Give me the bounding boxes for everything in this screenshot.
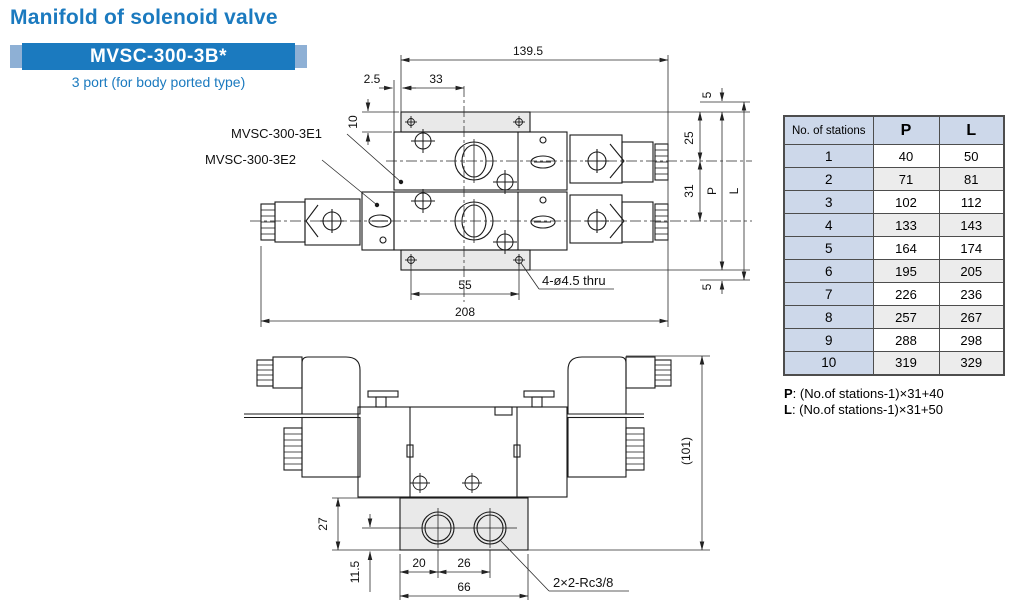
header-l: L: [938, 115, 1005, 145]
dim-block-height: 27: [316, 517, 330, 531]
dim-first-pitch: 33: [429, 72, 443, 86]
header-no-of-stations: No. of stations: [783, 115, 874, 145]
dim-port-offset: 20: [412, 556, 426, 570]
dim-port-pitch: 26: [457, 556, 471, 570]
dim-mounting-holes: 4-ø4.5 thru: [542, 273, 606, 288]
table-header-row: No. of stations P L: [783, 115, 1005, 145]
dim-hole-span: 55: [458, 278, 472, 292]
mounting-holes: [405, 116, 525, 266]
dim-total-width: 139.5: [513, 44, 543, 58]
front-view-dimensions: [332, 355, 710, 600]
top-view-centerlines: [250, 86, 752, 302]
top-view-drawing: [260, 111, 669, 271]
label-valve-e1: MVSC-300-3E1: [231, 126, 322, 141]
header-p: P: [872, 115, 940, 145]
model-number: MVSC-300-3B*: [22, 43, 295, 70]
dim-total-length: 208: [455, 305, 475, 319]
dim-l-label: L: [727, 187, 741, 194]
dim-overall-height: (101): [679, 437, 693, 465]
top-view-dimensions: [260, 55, 750, 327]
page-title: Manifold of solenoid valve: [10, 6, 278, 29]
model-subtitle: 3 port (for body ported type): [71, 74, 246, 90]
dim-plate-thickness: 10: [346, 115, 360, 129]
dim-margin-bottom: 5: [700, 283, 714, 290]
dimension-formulas: P: (No.of stations-1)×31+40 L: (No.of st…: [784, 386, 944, 418]
dim-station-pitch: 31: [682, 184, 696, 198]
dim-port-depth: 11.5: [348, 560, 362, 583]
banner-right-tab: [295, 45, 307, 68]
front-view-drawing: [244, 356, 672, 551]
body-screws: [411, 129, 517, 254]
label-valve-e2: MVSC-300-3E2: [205, 152, 296, 167]
dim-offset: 2.5: [364, 72, 381, 86]
dim-block-width: 66: [457, 580, 471, 594]
top-view-dim-texts: 139.5 2.5 33 10 5 25 31 P L 5 55 208 4-ø…: [205, 44, 741, 319]
model-banner: MVSC-300-3B*: [10, 43, 307, 70]
dim-port-thread: 2×2-Rc3/8: [553, 575, 613, 590]
dim-margin-top: 5: [700, 91, 714, 98]
p-formula: P: (No.of stations-1)×31+40: [784, 386, 944, 401]
banner-left-tab: [10, 45, 22, 68]
front-view-dim-texts: (101) 27 11.5 20 26 66 2×2-Rc3/8: [316, 437, 693, 594]
l-formula: L: (No.of stations-1)×31+50: [784, 402, 943, 417]
dim-center-offset: 25: [682, 131, 696, 145]
dim-p-label: P: [705, 187, 719, 195]
